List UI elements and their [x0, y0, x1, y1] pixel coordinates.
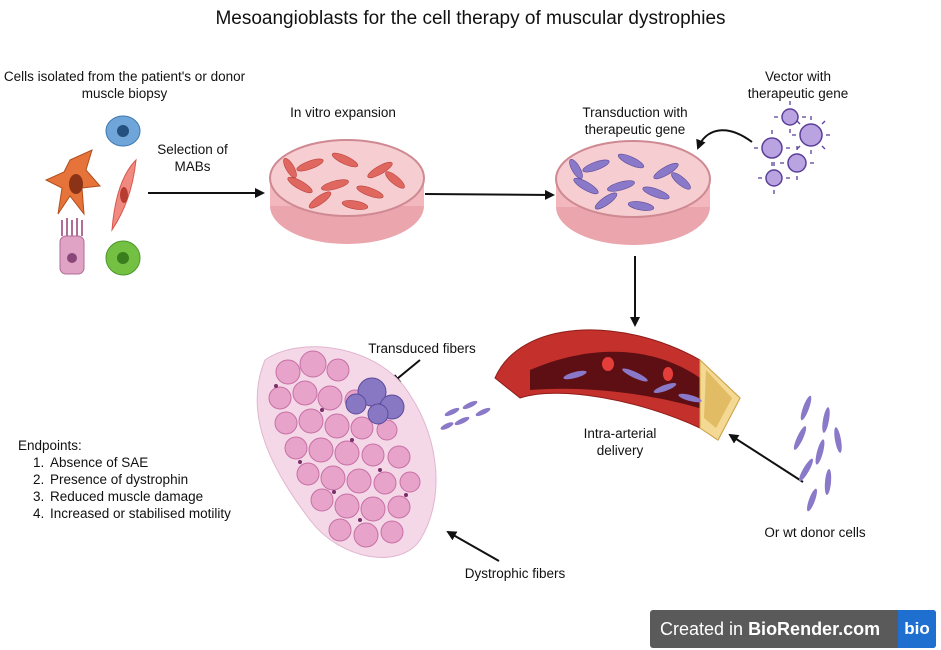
badge-brand: BioRender.com: [748, 619, 881, 639]
endpoint-item: Presence of dystrophin: [48, 471, 231, 488]
endpoint-item: Increased or stabilised motility: [48, 505, 231, 522]
diagram-title: Mesoangioblasts for the cell therapy of …: [215, 8, 726, 29]
endpoint-item: Absence of SAE: [48, 454, 231, 471]
migrating-cells-icon: [440, 400, 491, 430]
label-transduction: Transduction with therapeutic gene: [582, 105, 688, 137]
label-vector: Vector with therapeutic gene: [747, 69, 849, 101]
label-donor-cells: Or wt donor cells: [764, 525, 866, 540]
petri-dish-icon: [269, 139, 425, 244]
endpoint-item: Reduced muscle damage: [48, 488, 231, 505]
label-dystrophic-fibers: Dystrophic fibers: [464, 566, 566, 581]
badge-prefix: Created in: [660, 619, 749, 639]
donor-cells-icon: [793, 395, 842, 512]
label-intra-arterial: Intra-arterial delivery: [583, 426, 657, 458]
badge-text: Created in BioRender.com: [660, 610, 880, 648]
muscle-section-icon: [256, 346, 437, 558]
endpoints-heading: Endpoints:: [18, 438, 82, 453]
cell-icons: [44, 115, 141, 276]
blood-vessel-icon: [494, 329, 741, 441]
virus-vector-icon: [754, 101, 830, 194]
label-in-vitro: In vitro expansion: [290, 105, 396, 120]
biorender-logo-icon: bio: [898, 610, 936, 648]
label-selection: Selection of MABs: [157, 142, 228, 174]
biorender-badge[interactable]: Created in BioRender.com bio: [650, 610, 936, 648]
label-cells-isolated: Cells isolated from the patient's or don…: [3, 69, 246, 101]
label-transduced-fibers: Transduced fibers: [368, 341, 476, 356]
petri-dish-transduced-icon: [555, 140, 711, 245]
endpoints-list: Endpoints: Absence of SAE Presence of dy…: [18, 437, 231, 522]
